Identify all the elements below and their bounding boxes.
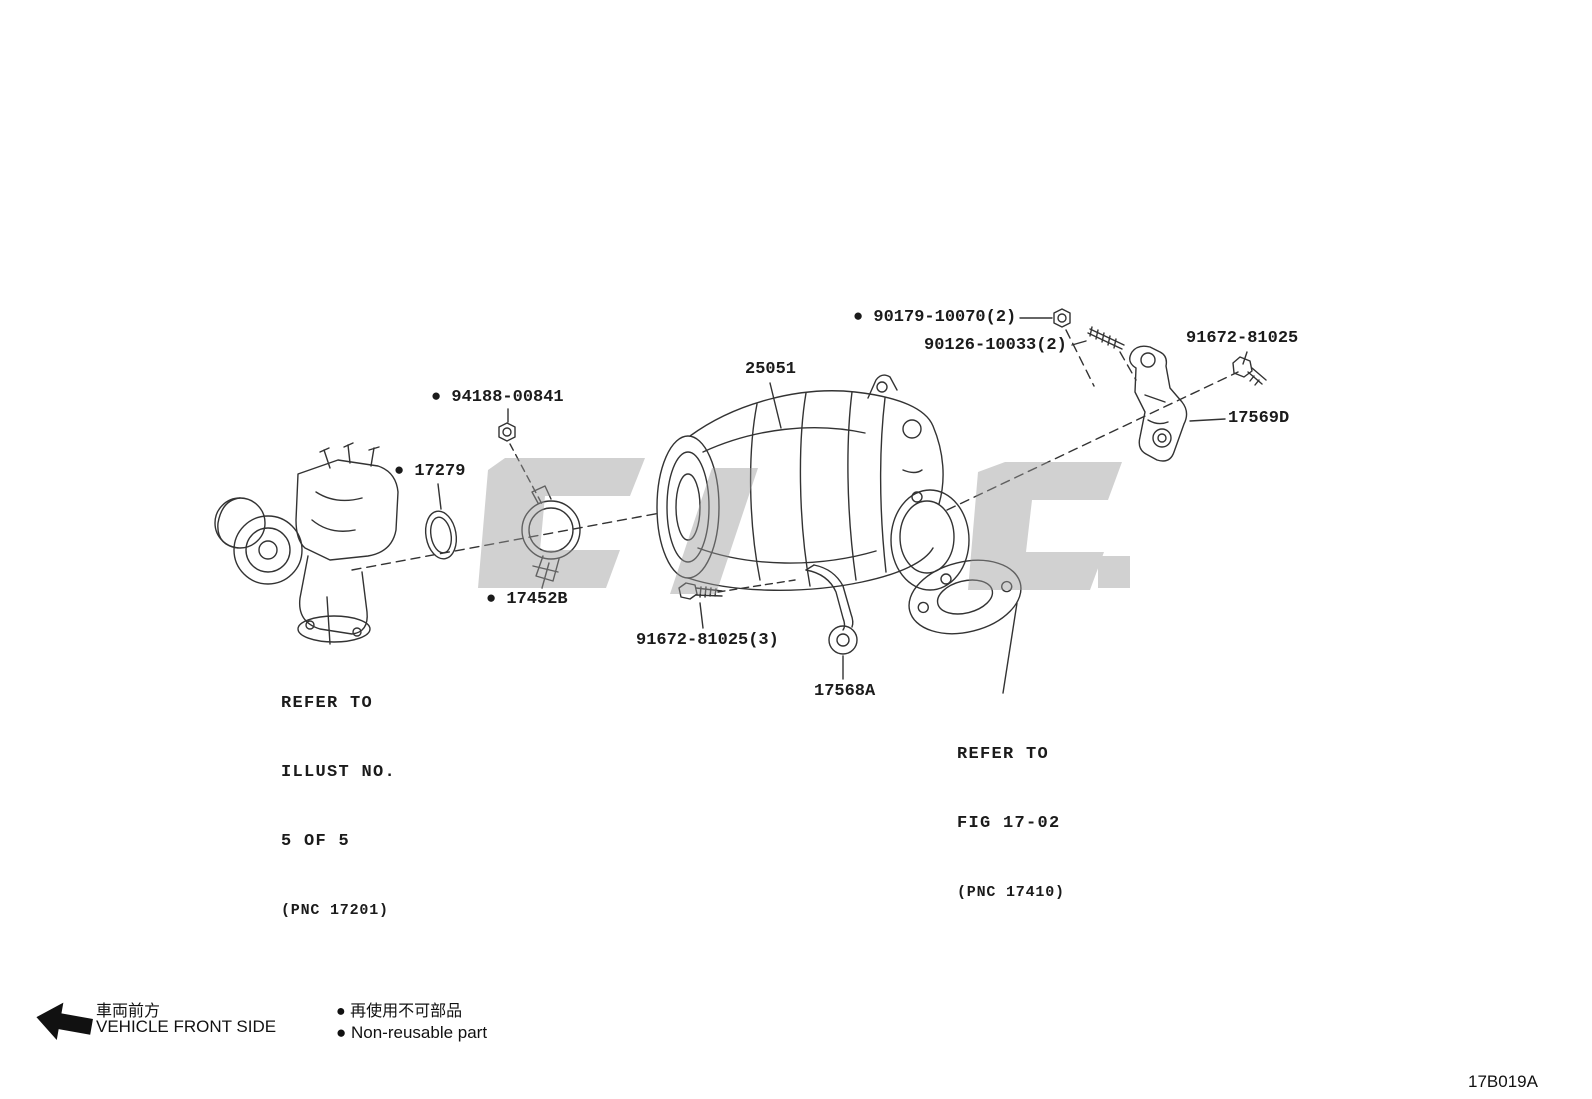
note-line: FIG 17-02 bbox=[957, 814, 1061, 833]
nut-94188-drawing bbox=[498, 422, 516, 442]
part-label-17279: ● 17279 bbox=[394, 462, 466, 481]
bracket-17569D-drawing bbox=[1129, 345, 1188, 462]
note-line: ILLUST NO. bbox=[281, 763, 397, 782]
stud-bolt-90126-drawing bbox=[1087, 326, 1125, 350]
bracket-17568A-drawing bbox=[805, 564, 858, 655]
part-label-94188-00841: ● 94188-00841 bbox=[431, 388, 564, 407]
bolt-bracket-dashed-line bbox=[717, 579, 796, 593]
note-line: 5 OF 5 bbox=[281, 832, 351, 851]
bracket-dashed-line bbox=[946, 329, 1239, 511]
note-line: (PNC 17201) bbox=[281, 902, 389, 919]
gasket-ring-17279-drawing bbox=[424, 510, 458, 560]
leader-lines bbox=[326, 317, 1248, 694]
catalytic-converter-drawing bbox=[656, 374, 970, 591]
oval-gasket-drawing bbox=[908, 559, 1022, 635]
note-refer-fig: REFER TO FIG 17-02 (PNC 17410) bbox=[957, 697, 1065, 950]
non-reusable-legend-en: ● Non-reusable part bbox=[336, 1023, 488, 1042]
clamp-17452B-drawing bbox=[521, 485, 581, 582]
drawing-code: 17B019A bbox=[1468, 1072, 1538, 1091]
part-label-90179-10070: ● 90179-10070(2) bbox=[853, 308, 1017, 327]
bolt-91672-3-drawing bbox=[678, 582, 723, 600]
turbo-manifold-drawing bbox=[214, 442, 399, 643]
part-label-91672-81025: 91672-81025 bbox=[1186, 329, 1299, 348]
vehicle-front-label-en: VEHICLE FRONT SIDE bbox=[96, 1017, 277, 1036]
note-line: REFER TO bbox=[957, 745, 1050, 764]
part-label-17569D: 17569D bbox=[1228, 409, 1290, 428]
part-label-17452B: ● 17452B bbox=[486, 590, 568, 609]
note-line: REFER TO bbox=[281, 694, 374, 713]
part-label-17568A: 17568A bbox=[814, 682, 876, 701]
bolt-91672-top-drawing bbox=[1232, 356, 1267, 386]
part-label-90126-10033: 90126-10033(2) bbox=[924, 336, 1067, 355]
vehicle-front-label-jp: 車両前方 bbox=[96, 1003, 161, 1020]
nut-90179-drawing bbox=[1053, 308, 1071, 328]
part-label-25051: 25051 bbox=[745, 360, 797, 379]
non-reusable-legend-jp: ● 再使用不可部品 bbox=[336, 1003, 463, 1020]
assembly-axis-dashed-line bbox=[351, 512, 661, 571]
note-line: (PNC 17410) bbox=[957, 884, 1065, 901]
nut-clamp-dashed-line bbox=[509, 443, 544, 507]
vehicle-front-arrow-icon bbox=[36, 1002, 93, 1041]
part-label-91672-81025-3: 91672-81025(3) bbox=[636, 631, 779, 650]
note-refer-illust: REFER TO ILLUST NO. 5 OF 5 (PNC 17201) bbox=[281, 646, 396, 968]
